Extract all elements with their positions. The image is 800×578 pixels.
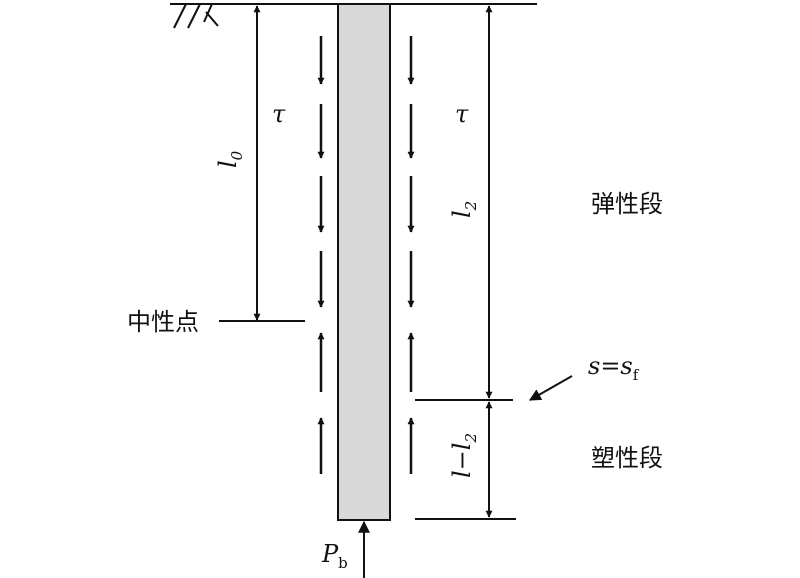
neutral-point-label: 中性点 [127, 308, 199, 336]
pb-label: Pb [321, 540, 348, 572]
skin-friction-arrows [317, 36, 415, 474]
l0-label: l0 [214, 150, 246, 168]
l-minus-l2-label: l−l2 [448, 433, 480, 478]
plastic-segment-label: 塑性段 [591, 444, 663, 472]
boundary-pointer-arrow [528, 375, 573, 401]
l2-label: l2 [448, 201, 480, 218]
tau-right-label: τ [455, 100, 469, 128]
elastic-segment-label: 弹性段 [591, 190, 663, 218]
tau-left-label: τ [272, 100, 286, 128]
s-equals-sf-label: s=sf [588, 352, 640, 384]
ground-hatch-icon [173, 3, 219, 29]
pile [337, 3, 391, 521]
